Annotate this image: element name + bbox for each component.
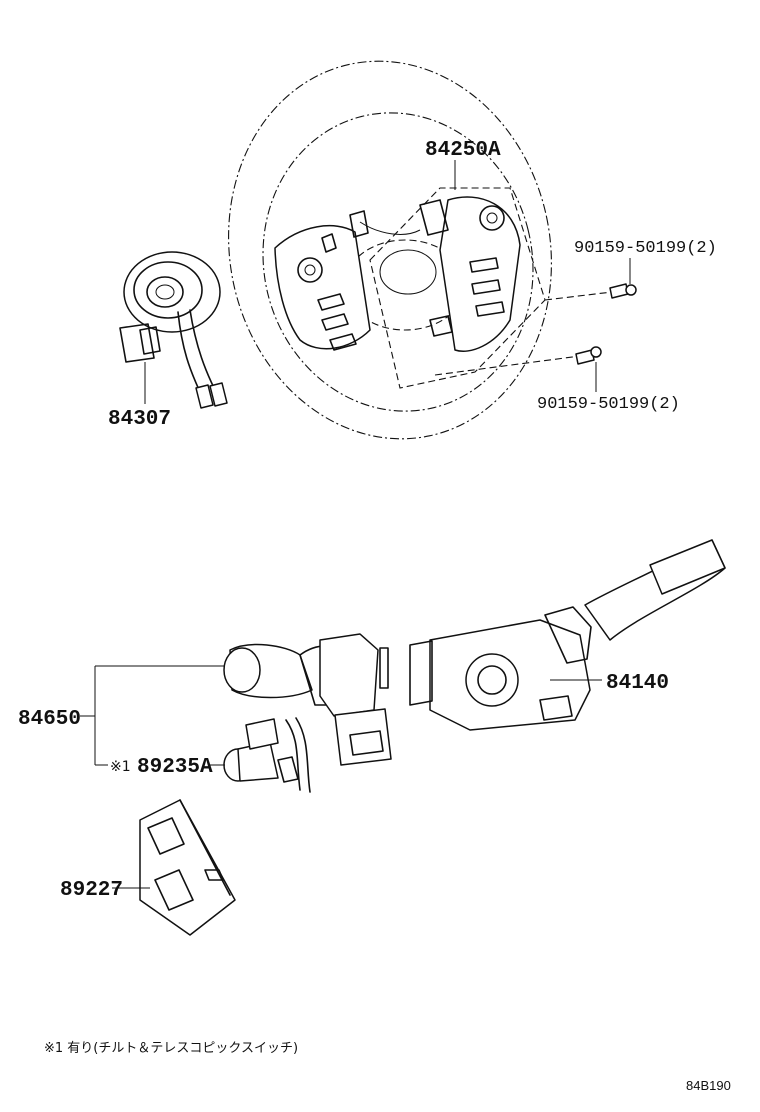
telescopic-switch-illustration — [223, 717, 311, 793]
label-84307: 84307 — [108, 408, 171, 431]
spiral-cable-illustration — [119, 251, 228, 409]
footnote-text: ※1 有り(チルト＆テレスコピックスイッチ) — [44, 1041, 298, 1056]
label-84650: 84650 — [18, 708, 81, 731]
diagram-code: 84B190 — [686, 1078, 731, 1093]
steering-wheel-illustration — [228, 60, 613, 440]
label-89227: 89227 — [60, 879, 123, 902]
label-bolt-upper: 90159-50199(2) — [574, 239, 717, 258]
label-84140: 84140 — [606, 672, 669, 695]
leader-lines — [80, 160, 631, 766]
turn-signal-switch-illustration — [95, 633, 392, 766]
bolt-upper-icon — [609, 283, 637, 299]
wiper-switch-illustration — [409, 539, 726, 731]
label-84250A: 84250A — [425, 139, 501, 162]
bolt-lower-icon — [575, 346, 602, 365]
control-module-illustration — [112, 799, 236, 936]
label-mark-1: ※1 — [110, 759, 131, 775]
label-89235A: 89235A — [137, 756, 213, 779]
label-bolt-lower: 90159-50199(2) — [537, 395, 680, 414]
